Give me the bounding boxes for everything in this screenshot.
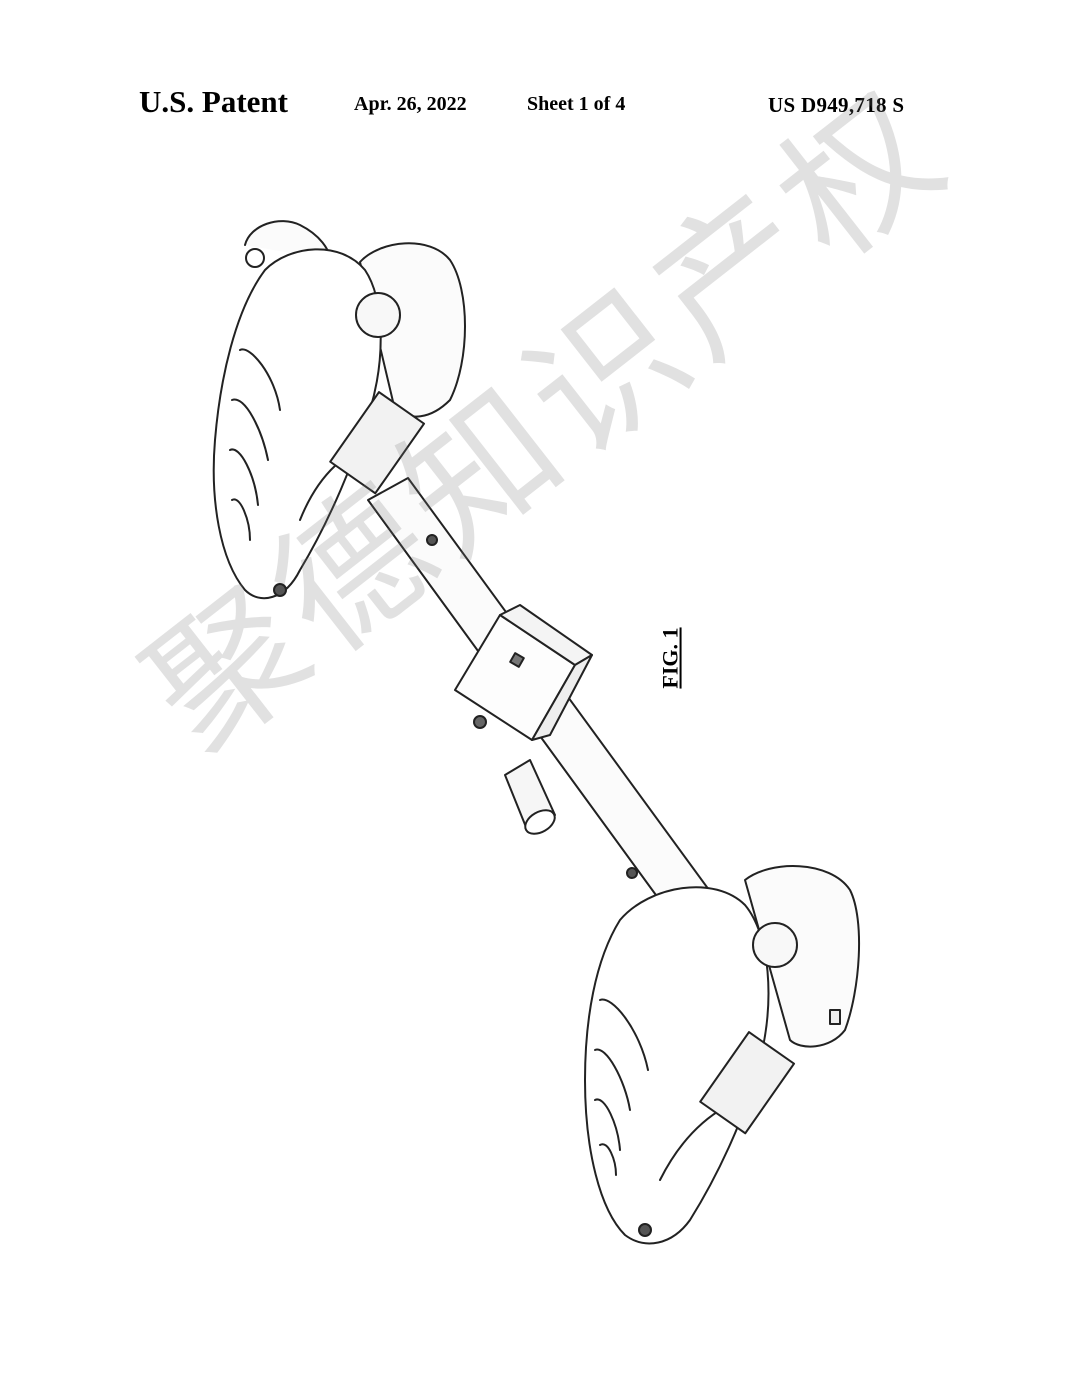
- center-clamp: [454, 604, 593, 835]
- figure-label: FIG. 1: [657, 627, 683, 689]
- upper-grip-pad: [212, 220, 466, 600]
- header-patent-number: US D949,718 S: [768, 93, 905, 117]
- header-date: Apr. 26, 2022: [354, 93, 467, 115]
- patent-header: U.S. Patent Apr. 26, 2022 Sheet 1 of 4 U…: [0, 84, 1080, 124]
- header-sheet: Sheet 1 of 4: [527, 93, 626, 115]
- header-title: U.S. Patent: [139, 84, 288, 119]
- lower-grip-pad: [584, 865, 861, 1245]
